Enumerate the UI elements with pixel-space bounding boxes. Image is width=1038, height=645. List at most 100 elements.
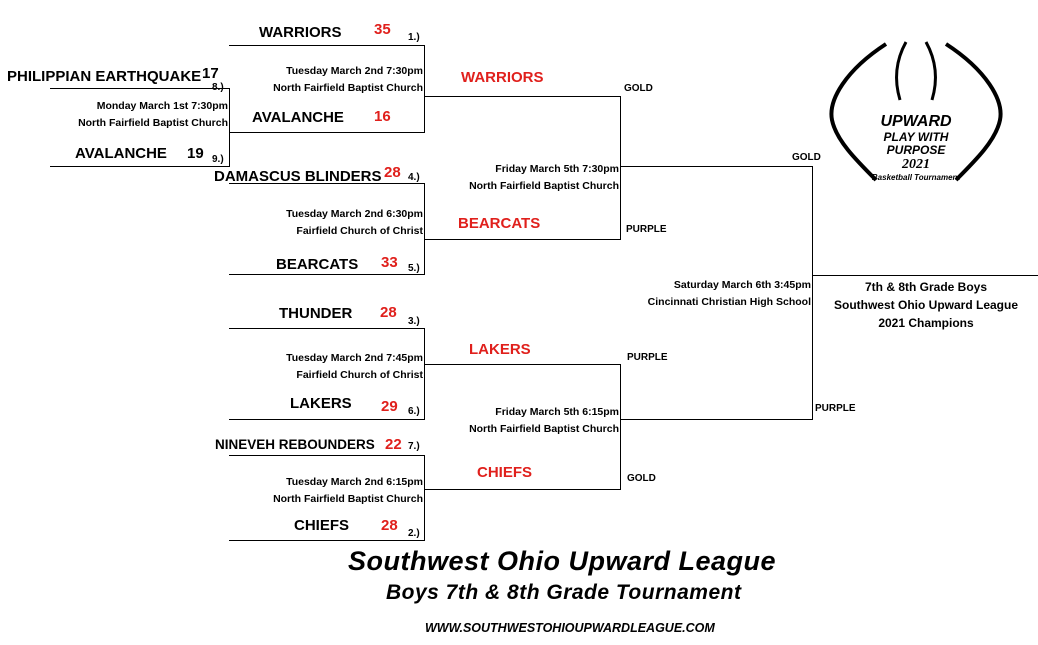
logo-ball-seam-right <box>924 41 937 101</box>
r1-bottom-line <box>50 166 230 167</box>
r1-date: Monday March 1st 7:30pm <box>96 100 228 112</box>
qf1-team-bottom: AVALANCHE <box>252 109 344 126</box>
qf4-team-top: NINEVEH REBOUNDERS <box>215 437 375 452</box>
qf3-winner-line <box>424 364 621 365</box>
sf1-game-info: Friday March 5th 7:30pm North Fairfield … <box>469 161 619 195</box>
qf2-team-bottom: BEARCATS <box>276 256 359 273</box>
qf2-seed-bottom: 5.) <box>408 263 420 274</box>
qf2-connector <box>424 183 425 275</box>
sf1-connector <box>620 96 621 240</box>
qf1-winner: WARRIORS <box>461 69 544 86</box>
logo-brand: UPWARD <box>880 113 952 130</box>
qf1-top-line <box>229 45 425 46</box>
qf1-winner-line <box>424 96 621 97</box>
qf1-date: Tuesday March 2nd 7:30pm <box>286 65 423 77</box>
r1-seed-top: 8.) <box>212 82 224 93</box>
qf4-seed-top: 7.) <box>408 441 420 452</box>
qf1-bottom-line <box>229 132 425 133</box>
qf3-connector <box>424 328 425 420</box>
sf2-venue: North Fairfield Baptist Church <box>469 423 619 435</box>
qf3-team-top: THUNDER <box>279 305 353 322</box>
logo-line1: PLAY WITH <box>884 130 949 144</box>
qf4-seed-bottom: 2.) <box>408 528 420 539</box>
qf4-score-bottom: 28 <box>381 517 398 534</box>
qf3-score-top: 28 <box>380 304 397 321</box>
champion-line3: 2021 Champions <box>878 316 974 330</box>
qf2-top-line <box>229 183 425 184</box>
sf2-date: Friday March 5th 6:15pm <box>495 406 619 418</box>
logo-caption: Basketball Tournament <box>872 173 961 182</box>
qf2-score-top: 28 <box>384 164 401 181</box>
r1-seed-bottom: 9.) <box>212 154 224 165</box>
r1-team-top: PHILIPPIAN EARTHQUAKE <box>7 68 202 85</box>
qf3-seed-bottom: 6.) <box>408 406 420 417</box>
final-game-info: Saturday March 6th 3:45pm Cincinnati Chr… <box>648 277 811 311</box>
sf2-color: PURPLE <box>815 403 856 414</box>
logo-ball-curve-left <box>829 42 888 182</box>
qf3-venue: Fairfield Church of Christ <box>296 369 423 381</box>
qf1-connector <box>424 45 425 133</box>
qf2-team-top: DAMASCUS BLINDERS <box>214 168 382 185</box>
sf2-connector <box>620 364 621 490</box>
qf4-game-info: Tuesday March 2nd 6:15pm North Fairfield… <box>273 474 423 508</box>
footer-url[interactable]: WWW.SOUTHWESTOHIOUPWARDLEAGUE.COM <box>425 621 715 635</box>
qf2-winner-line <box>424 239 621 240</box>
qf3-winner: LAKERS <box>469 341 531 358</box>
qf4-winner-line <box>424 489 621 490</box>
sf1-venue: North Fairfield Baptist Church <box>469 180 619 192</box>
final-connector <box>812 166 813 420</box>
final-venue: Cincinnati Christian High School <box>647 296 811 308</box>
qf2-venue: Fairfield Church of Christ <box>296 225 423 237</box>
qf3-color: PURPLE <box>627 352 668 363</box>
r1-top-line <box>50 88 230 89</box>
qf1-team-top: WARRIORS <box>259 24 342 41</box>
qf2-seed-top: 4.) <box>408 172 420 183</box>
logo-year: 2021 <box>901 157 930 172</box>
r1-score-bottom: 19 <box>187 145 204 162</box>
qf3-team-bottom: LAKERS <box>290 395 352 412</box>
r1-game-info: Monday March 1st 7:30pm North Fairfield … <box>78 98 228 132</box>
r1-connector <box>229 88 230 167</box>
qf2-bottom-line <box>229 274 425 275</box>
champion-line <box>812 275 1038 276</box>
qf3-game-info: Tuesday March 2nd 7:45pm Fairfield Churc… <box>286 350 423 384</box>
qf3-seed-top: 3.) <box>408 316 420 327</box>
qf2-date: Tuesday March 2nd 6:30pm <box>286 208 423 220</box>
qf3-bottom-line <box>229 419 425 420</box>
champion-caption: 7th & 8th Grade Boys Southwest Ohio Upwa… <box>826 278 1026 332</box>
r1-venue: North Fairfield Baptist Church <box>78 117 228 129</box>
qf4-winner: CHIEFS <box>477 464 533 481</box>
champion-line1: 7th & 8th Grade Boys <box>864 280 988 294</box>
footer-title: Southwest Ohio Upward League <box>348 546 777 576</box>
qf4-connector <box>424 455 425 541</box>
qf1-color: GOLD <box>624 83 653 94</box>
sf2-winner-line <box>620 419 813 420</box>
qf1-seed-top: 1.) <box>408 32 420 43</box>
r1-team-bottom: AVALANCHE <box>75 145 167 162</box>
final-date: Saturday March 6th 3:45pm <box>673 279 811 291</box>
qf4-score-top: 22 <box>385 436 402 453</box>
upward-tournament-logo: UPWARD PLAY WITH PURPOSE 2021 Basketball… <box>829 41 1003 182</box>
qf4-venue: North Fairfield Baptist Church <box>273 493 423 505</box>
qf1-score-top: 35 <box>374 21 391 38</box>
footer-subtitle: Boys 7th & 8th Grade Tournament <box>386 581 742 604</box>
qf4-team-bottom: CHIEFS <box>294 517 350 534</box>
qf3-date: Tuesday March 2nd 7:45pm <box>286 352 423 364</box>
qf2-color: PURPLE <box>626 224 667 235</box>
qf2-score-bottom: 33 <box>381 254 398 271</box>
champion-line2: Southwest Ohio Upward League <box>833 298 1018 312</box>
qf1-venue: North Fairfield Baptist Church <box>273 82 423 94</box>
qf4-date: Tuesday March 2nd 6:15pm <box>286 476 423 488</box>
logo-ball-seam-left <box>895 41 908 101</box>
sf1-winner-line <box>620 166 813 167</box>
logo-line2: PURPOSE <box>887 143 947 157</box>
sf1-date: Friday March 5th 7:30pm <box>495 163 619 175</box>
sf2-game-info: Friday March 5th 6:15pm North Fairfield … <box>469 404 619 438</box>
logo-ball-curve-right <box>944 42 1003 182</box>
qf2-game-info: Tuesday March 2nd 6:30pm Fairfield Churc… <box>286 206 423 240</box>
qf3-top-line <box>229 328 425 329</box>
qf1-score-bottom: 16 <box>374 108 391 125</box>
qf4-top-line <box>229 455 425 456</box>
qf4-bottom-line <box>229 540 425 541</box>
qf4-color: GOLD <box>627 473 656 484</box>
